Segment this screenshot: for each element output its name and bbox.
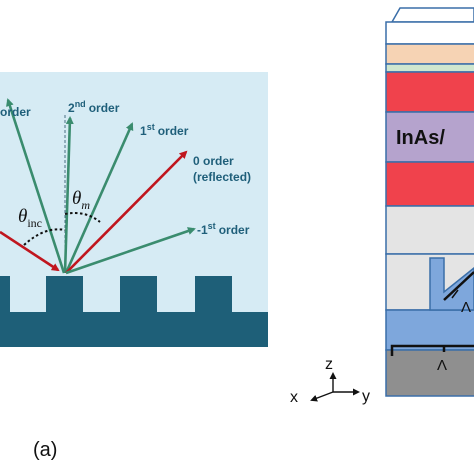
layer-red-bottom <box>385 161 474 207</box>
period-lambda-facet: Λ <box>461 299 471 316</box>
layer-light-1 <box>385 21 474 45</box>
period-lambda-bottom: Λ <box>437 357 447 374</box>
stack-top-cap <box>390 7 474 23</box>
facet-line <box>443 271 474 301</box>
layer-text-inas: InAs/ <box>396 127 445 149</box>
order-2-left-arrow <box>6 98 66 274</box>
incident-beam-arrow <box>0 230 60 272</box>
y-axis-label: y <box>362 388 370 405</box>
order-0-reflected-arrow <box>65 150 188 274</box>
order-2-left-label: order <box>0 105 31 119</box>
grating-tooth <box>46 276 83 312</box>
layer-substrate <box>385 349 474 397</box>
layer-blue-grating <box>385 309 474 351</box>
facet-tick <box>451 289 459 299</box>
coordinate-axes <box>310 372 360 402</box>
z-axis-label: z <box>325 356 333 373</box>
panel-label: (a) <box>33 439 57 461</box>
layer-mint <box>385 63 474 73</box>
layer-red-top <box>385 71 474 113</box>
grating-substrate <box>0 312 268 347</box>
order-2-arrow <box>63 116 74 274</box>
grating <box>0 276 268 347</box>
layer-gray <box>385 205 474 255</box>
theta-inc-arc <box>23 228 66 246</box>
theta-inc-label: θinc <box>18 206 42 230</box>
layer-peach <box>385 43 474 65</box>
device-stack-panel <box>385 7 474 397</box>
theta-m-label: θm <box>72 188 90 212</box>
grating-tooth <box>120 276 157 312</box>
period-bracket <box>390 344 474 356</box>
x-axis-label: x <box>290 389 298 406</box>
order-1-arrow <box>64 122 134 274</box>
grating-tooth <box>195 276 232 312</box>
x-axis-arrow <box>310 391 334 402</box>
grating-tooth <box>0 276 10 312</box>
order-0-label-line1: 0 order <box>193 154 234 168</box>
blue-grating-tooth <box>429 257 474 311</box>
order-0-label-line2: (reflected) <box>193 170 251 184</box>
order-minus-1-arrow <box>65 227 196 275</box>
